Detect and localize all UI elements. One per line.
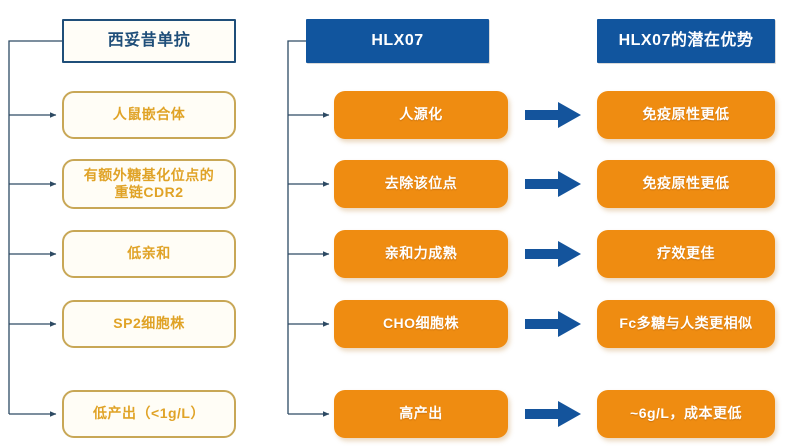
cetuximab-item-1[interactable]: 人鼠嵌合体 <box>62 91 236 139</box>
hlx07-item-3[interactable]: 亲和力成熟 <box>334 230 508 278</box>
cetuximab-item-4[interactable]: SP2细胞株 <box>62 300 236 348</box>
block-arrow-right-icon <box>525 401 581 427</box>
advantage-item-4[interactable]: Fc多糖与人类更相似 <box>597 300 775 348</box>
block-arrow-right-icon <box>525 171 581 197</box>
block-arrow-right-icon <box>525 311 581 337</box>
hlx07-item-1[interactable]: 人源化 <box>334 91 508 139</box>
column-header-cetuximab: 西妥昔单抗 <box>62 19 236 63</box>
advantage-item-2[interactable]: 免疫原性更低 <box>597 160 775 208</box>
advantage-item-1[interactable]: 免疫原性更低 <box>597 91 775 139</box>
block-arrow-right-icon <box>525 102 581 128</box>
hlx07-item-5[interactable]: 高产出 <box>334 390 508 438</box>
hlx07-item-2[interactable]: 去除该位点 <box>334 160 508 208</box>
advantage-item-5[interactable]: ~6g/L，成本更低 <box>597 390 775 438</box>
block-arrow-right-icon <box>525 241 581 267</box>
advantage-item-3[interactable]: 疗效更佳 <box>597 230 775 278</box>
column-header-advantages: HLX07的潜在优势 <box>597 19 775 63</box>
column-header-hlx07: HLX07 <box>306 19 489 63</box>
cetuximab-item-3[interactable]: 低亲和 <box>62 230 236 278</box>
cetuximab-item-5[interactable]: 低产出（<1g/L） <box>62 390 236 438</box>
cetuximab-item-2[interactable]: 有额外糖基化位点的 重链CDR2 <box>62 159 236 209</box>
hlx07-item-4[interactable]: CHO细胞株 <box>334 300 508 348</box>
